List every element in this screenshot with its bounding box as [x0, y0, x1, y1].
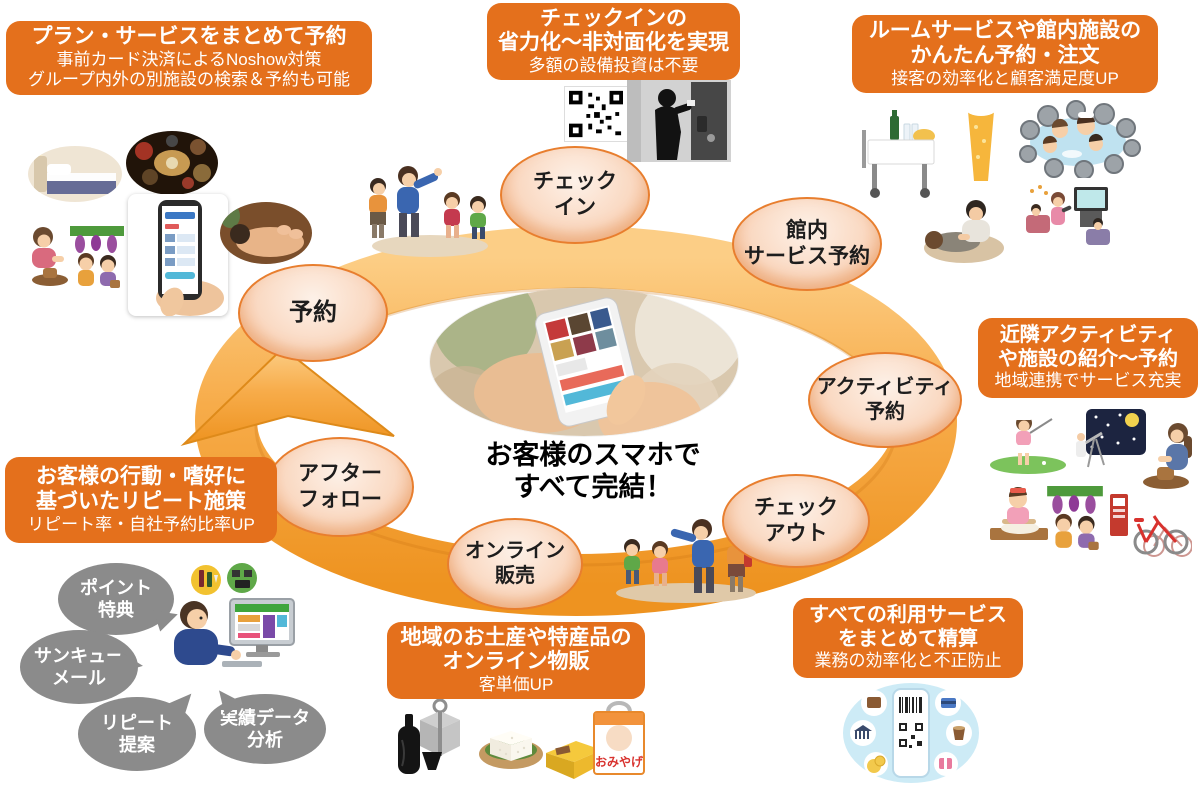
device-gift-icon [227, 563, 257, 593]
node-label-line: オンライン [465, 540, 565, 562]
cycle-node-after-follow: アフター フォロー [266, 437, 414, 537]
sake-set [390, 710, 444, 778]
node-label-line: チェック [533, 169, 617, 193]
grape-picking [1046, 486, 1104, 552]
wine-gift-icon [191, 565, 221, 595]
tofu [476, 714, 546, 774]
callout-repeat-marketing: お客様の行動・嗜好に 基づいたリピート施策 リピート率・自社予約比率UP [5, 457, 277, 543]
pc-user-person [174, 601, 262, 667]
family-departing [366, 158, 500, 260]
onsen-family [1014, 100, 1142, 178]
callout-subtitle: 客単価UP [478, 675, 554, 695]
beer-glass [960, 97, 1002, 189]
callout-unified-settlement: すべての利用サービス をまとめて精算 業務の効率化と不正防止 [793, 598, 1023, 678]
callout-title: 基づいたリピート施策 [36, 489, 246, 513]
cycle-node-online-sales: オンライン 販売 [447, 518, 583, 610]
callout-title: かんたん予約・注文 [910, 43, 1100, 67]
pottery-experience [26, 224, 72, 288]
pottery-wheel [1140, 420, 1198, 490]
callout-nearby-activities: 近隣アクティビティ や施設の紹介〜予約 地域連携でサービス充実 [978, 318, 1198, 398]
fruit-picking [70, 226, 124, 290]
node-label-line: イン [554, 196, 596, 219]
golf [986, 411, 1070, 475]
hotel-bed-photo [28, 146, 122, 202]
callout-checkin-laborsaving: チェックインの 省力化〜非対面化を実現 多額の設備投資は不要 [487, 3, 740, 80]
stargazing [1074, 409, 1146, 471]
callout-title: お客様の行動・嗜好に [36, 465, 246, 489]
karaoke-room [1024, 181, 1112, 253]
bubble-line: 提案 [119, 735, 155, 755]
callout-room-service: ルームサービスや館内施設の かんたん予約・注文 接客の効率化と顧客満足度UP [852, 15, 1158, 93]
callout-subtitle: 地域連携でサービス充実 [994, 371, 1182, 391]
callout-title: 地域のお土産や特産品の [400, 625, 632, 649]
room-service-cart [862, 110, 948, 198]
callout-plan-booking: プラン・サービスをまとめて予約 事前カード決済によるNoshow対策 グループ内… [6, 21, 372, 95]
node-label-line: チェック [754, 495, 838, 519]
rental-bicycles [1108, 490, 1192, 558]
soba-making [988, 486, 1050, 554]
smartphone-in-hands-photo [430, 288, 738, 436]
node-label-line: アクティビティ [816, 376, 954, 398]
center-caption: お客様のスマホで すべて完結！ [423, 440, 763, 504]
pc-monitor [229, 598, 295, 657]
callout-subtitle: グループ内外の別施設の検索＆予約も可能 [28, 70, 350, 90]
bubble-line: 実績データ [220, 707, 310, 728]
node-label-line: 予約 [289, 299, 337, 326]
node-label-line: サービス予約 [744, 245, 870, 268]
callout-title: 近隣アクティビティ [999, 324, 1177, 347]
node-label-line: 館内 [786, 218, 828, 242]
callout-title: や施設の紹介〜予約 [998, 347, 1178, 370]
kaiseki-dinner-photo [126, 131, 218, 195]
bubble-point-benefit: ポイント 特典 [58, 563, 192, 635]
center-caption-line2: すべて完結！ [513, 471, 673, 502]
keyless-door-entry-photo [627, 80, 731, 162]
callout-subtitle: 事前カード決済によるNoshow対策 [56, 49, 322, 69]
smartphone-payment [841, 681, 981, 785]
souvenir-bag: おみやげ [586, 696, 652, 778]
bubble-tail [117, 651, 156, 679]
souvenir-bag-label: おみやげ [595, 754, 644, 769]
bubble-line: ポイント [80, 577, 152, 598]
booking-app-phone-photo [128, 194, 228, 316]
massage-photo [220, 202, 312, 264]
callout-title: 省力化〜非対面化を実現 [498, 31, 729, 55]
callout-title: をまとめて精算 [838, 627, 978, 650]
bubble-performance-data-analysis: 実績データ 分析 [203, 674, 326, 764]
cycle-node-reservation: 予約 [238, 264, 388, 362]
cycle-node-check-in: チェック イン [500, 146, 650, 244]
cycle-node-in-house-service: 館内 サービス予約 [732, 197, 882, 291]
cycle-arrowhead [180, 346, 395, 446]
callout-subtitle: 多額の設備投資は不要 [528, 56, 699, 76]
bubble-thankyou-mail: サンキュー メール [20, 630, 156, 704]
center-caption-line1: お客様のスマホで [485, 440, 701, 470]
callout-title: プラン・サービスをまとめて予約 [31, 25, 347, 49]
wrapped-gift-box [414, 696, 466, 760]
bubble-line: メール [52, 668, 106, 688]
callout-subtitle: リピート率・自社予約比率UP [27, 514, 255, 534]
in-room-massage [920, 184, 1014, 268]
node-label-line: アウト [764, 522, 828, 545]
callout-title: ルームサービスや館内施設の [868, 19, 1142, 43]
bubble-line: 特典 [98, 600, 134, 620]
cycle-node-activity-reservation: アクティビティ 予約 [808, 352, 962, 448]
bubble-line: リピート [101, 712, 173, 733]
node-label-line: 販売 [495, 565, 535, 587]
bubble-repeat-proposal: リピート 提案 [78, 678, 207, 771]
callout-online-merchandise: 地域のお土産や特産品の オンライン物販 客単価UP [387, 622, 645, 699]
bubble-line: サンキュー [34, 645, 124, 666]
node-label-line: アフター [298, 461, 382, 485]
cycle-node-check-out: チェック アウト [722, 474, 870, 568]
callout-title: チェックインの [540, 6, 687, 30]
callout-subtitle: 業務の効率化と不正防止 [814, 651, 1002, 671]
pc-marketing-user [166, 563, 302, 687]
node-label-line: フォロー [298, 488, 382, 511]
node-label-line: 予約 [865, 401, 905, 423]
callout-subtitle: 接客の効率化と顧客満足度UP [891, 68, 1119, 88]
callout-title: オンライン物販 [442, 650, 590, 674]
bubble-line: 分析 [247, 730, 283, 750]
callout-title: すべての利用サービス [809, 604, 1007, 627]
qr-code [564, 86, 628, 142]
